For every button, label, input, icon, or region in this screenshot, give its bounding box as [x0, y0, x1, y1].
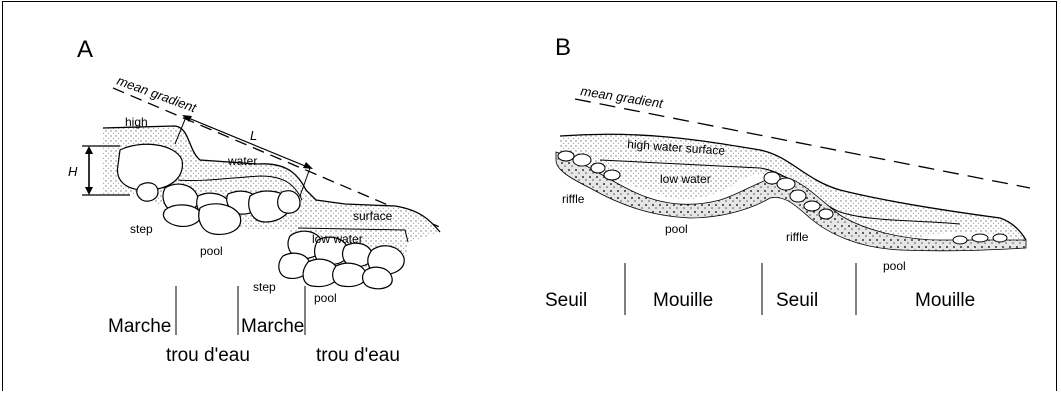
panel-b-mouille-1: Mouille [653, 290, 713, 311]
panel-a-water-label: water [227, 154, 257, 168]
panel-a-l-arrow-head-right [303, 162, 313, 169]
panel-a-h-symbol: H [68, 164, 78, 179]
panel-b-low-water-label: low water [660, 172, 711, 186]
panel-b-mouille-2: Mouille [915, 290, 975, 311]
panel-b-letter: B [555, 34, 571, 61]
panel-a-pool-lower-label: pool [314, 291, 337, 305]
panel-a: A mean gradient [68, 36, 442, 366]
panel-a-marche-1: Marche [108, 316, 171, 337]
panel-a-high-label: high [125, 115, 148, 129]
panel-a-h-arrow-head-bottom [85, 187, 93, 195]
panel-b-pool-1-label: pool [665, 222, 688, 236]
panel-a-letter: A [77, 36, 93, 63]
panel-a-trou-1: trou d'eau [166, 345, 250, 366]
panel-b: B mean gradient high water surface low [545, 34, 1030, 315]
panel-a-step-lower-label: step [253, 280, 276, 294]
panel-b-pool-2-label: pool [883, 259, 906, 273]
panel-a-surface-label: surface [353, 209, 393, 223]
panel-b-seuil-2: Seuil [776, 290, 818, 311]
panel-a-trou-2: trou d'eau [316, 345, 400, 366]
panel-b-riffle-1-label: riffle [562, 192, 585, 206]
panel-b-seuil-1: Seuil [545, 290, 587, 311]
panel-b-mean-gradient-label: mean gradient [580, 83, 666, 111]
panel-a-pool-upper-label: pool [200, 244, 223, 258]
panel-a-h-arrow-head-top [85, 146, 93, 154]
panel-a-step-upper-label: step [130, 222, 153, 236]
panel-a-low-water-label: low water [312, 232, 363, 246]
panel-a-mean-gradient-label: mean gradient [115, 73, 200, 116]
panel-a-l-symbol: L [250, 128, 257, 143]
panel-b-riffle-2-label: riffle [786, 230, 809, 244]
panel-a-marche-2: Marche [241, 316, 304, 337]
